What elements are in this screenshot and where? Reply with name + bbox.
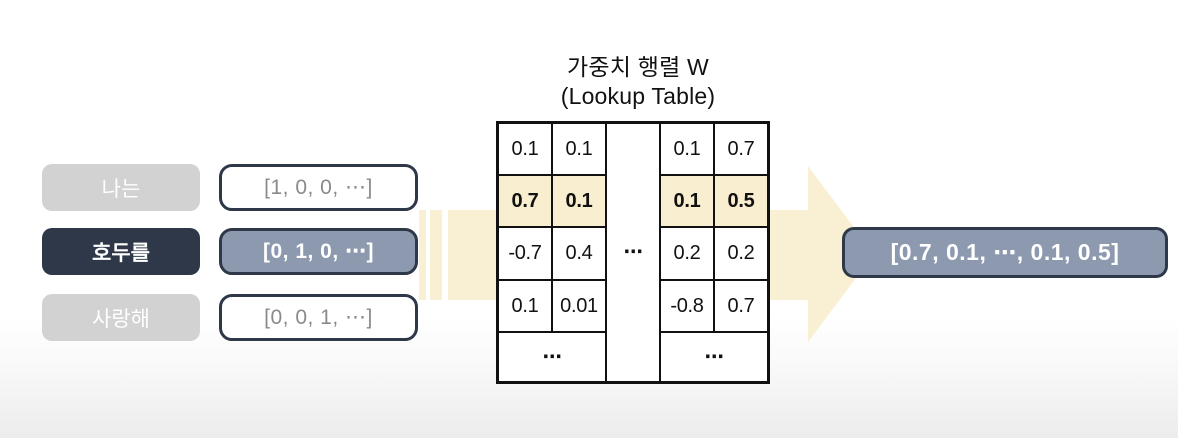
weight-matrix-table: 0.1 0.1 0.1 0.7 0.7 0.1 0.1 0.5 -0.7 0.4… bbox=[496, 121, 770, 384]
weight-matrix-title-line1: 가중치 행렬 W bbox=[567, 54, 709, 80]
word-chip-hodureul: 호두를 bbox=[42, 228, 200, 275]
onehot-vector-box-1: [1, 0, 0, ⋯] bbox=[219, 164, 418, 211]
matrix-cell-highlighted: 0.1 bbox=[552, 175, 606, 227]
matrix-cell-highlighted: 0.5 bbox=[714, 175, 768, 227]
weight-matrix-title: 가중치 행렬 W (Lookup Table) bbox=[463, 53, 813, 111]
matrix-cell: 0.1 bbox=[498, 123, 552, 175]
matrix-cell: 0.4 bbox=[552, 227, 606, 280]
matrix-cell: -0.7 bbox=[498, 227, 552, 280]
matrix-cell: 0.7 bbox=[714, 123, 768, 175]
word-chip-naneun: 나는 bbox=[42, 164, 200, 211]
matrix-bottom-ellipsis-left: ⋯ bbox=[498, 332, 606, 382]
matrix-cell: -0.8 bbox=[660, 280, 714, 332]
onehot-vector-box-2: [0, 1, 0, ⋯] bbox=[219, 228, 418, 275]
output-embedding-vector-box: [0.7, 0.1, ⋯, 0.1, 0.5] bbox=[842, 227, 1168, 278]
matrix-cell-highlighted: 0.7 bbox=[498, 175, 552, 227]
flow-arrow-stripe-1 bbox=[419, 210, 426, 300]
matrix-cell-highlighted: 0.1 bbox=[660, 175, 714, 227]
matrix-cell: 0.1 bbox=[552, 123, 606, 175]
matrix-cell: 0.01 bbox=[552, 280, 606, 332]
weight-matrix-title-line2: (Lookup Table) bbox=[560, 83, 716, 109]
matrix-cell: 0.2 bbox=[660, 227, 714, 280]
matrix-bottom-ellipsis-right: ⋯ bbox=[660, 332, 768, 382]
matrix-cell: 0.7 bbox=[714, 280, 768, 332]
flow-arrow-stripe-2 bbox=[430, 210, 442, 300]
onehot-vector-box-3: [0, 0, 1, ⋯] bbox=[219, 294, 418, 341]
matrix-middle-ellipsis-cell: ⋯ bbox=[606, 123, 660, 382]
word-chip-saranghae: 사랑해 bbox=[42, 294, 200, 341]
matrix-cell: 0.1 bbox=[660, 123, 714, 175]
matrix-cell: 0.1 bbox=[498, 280, 552, 332]
matrix-cell: 0.2 bbox=[714, 227, 768, 280]
